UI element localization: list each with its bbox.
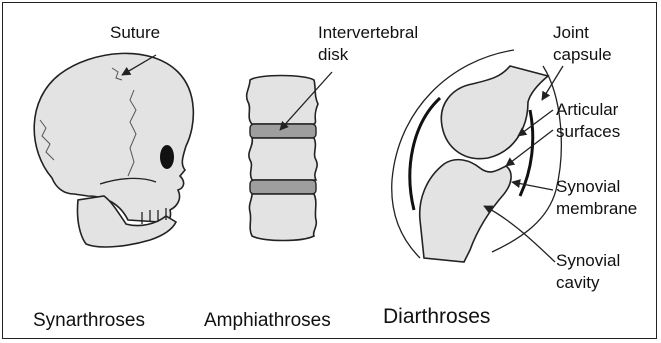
synovial-membrane-label-line1: Synovial <box>556 177 620 196</box>
joint-capsule-arrow <box>542 66 563 100</box>
synovial-cavity-label-line1: Synovial <box>556 251 620 270</box>
vertebra-bottom <box>249 194 316 241</box>
synovial-membrane-arrow <box>512 182 553 190</box>
skull-illustration <box>34 53 193 247</box>
suture-label: Suture <box>110 23 160 42</box>
intervertebral-disk-lower <box>250 180 316 194</box>
lower-bone <box>420 160 511 262</box>
caption-amphiathroses: Amphiathroses <box>204 310 331 331</box>
articular-label-line2: surfaces <box>556 122 620 141</box>
caption-diarthroses: Diarthroses <box>383 305 490 328</box>
articular-label-line1: Articular <box>556 100 619 119</box>
intervertebral-label-line2: disk <box>318 45 349 64</box>
skull-cranium <box>34 53 193 222</box>
intervertebral-label-line1: Intervertebral <box>318 23 418 42</box>
synovial-membrane-label-line2: membrane <box>556 199 637 218</box>
vertebra-middle <box>249 138 317 180</box>
synovial-cavity-label-line2: cavity <box>556 273 600 292</box>
synovial-joint-illustration <box>392 50 562 262</box>
joint-capsule-label-line1: Joint <box>553 23 589 42</box>
caption-synarthroses: Synarthroses <box>33 310 145 331</box>
joint-capsule-label-line2: capsule <box>553 45 612 64</box>
skull-eye-socket <box>160 145 174 169</box>
